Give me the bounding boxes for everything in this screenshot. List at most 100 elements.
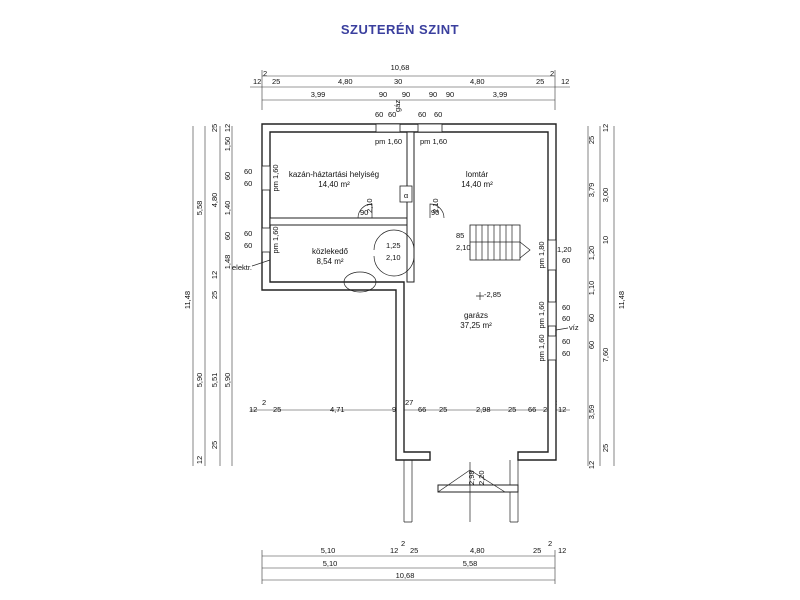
dim-top-6: 4,80 <box>470 77 485 86</box>
win-top-3: 60 <box>418 110 426 119</box>
dim-bot-1: 5,10 <box>321 546 336 555</box>
mid-dimensions: 12 2 25 4,71 9 3 27 66 25 2,98 25 66 25 … <box>249 398 570 414</box>
dim-top2-3: 90 <box>402 90 410 99</box>
dim-top-5: 30 <box>394 77 402 86</box>
win-left-3: 60 <box>244 229 252 238</box>
dim-mid-9: 25 <box>439 405 447 414</box>
dim-bot-4: 25 <box>410 546 418 555</box>
dim-mid-1: 12 <box>249 405 257 414</box>
dim-right-t1: 12 <box>601 124 610 132</box>
dim-left-s1: 12 <box>210 271 219 279</box>
dim-bot2-2: 5,58 <box>463 559 478 568</box>
elektr-label: elektr. <box>232 263 252 272</box>
dim-right-w3: 60 <box>587 341 596 349</box>
dim-right-s1: 10 <box>601 236 610 244</box>
dim-right-t2: 25 <box>587 136 596 144</box>
dim-right-total: 11,48 <box>617 291 626 309</box>
dim-mid-2: 2 <box>262 398 266 407</box>
dim-top-2: 2 <box>263 69 267 78</box>
dim-left-s4: 25 <box>210 441 219 449</box>
top-dimensions: 10,68 12 2 25 4,80 30 4,80 25 2 12 3,99 … <box>250 63 570 110</box>
dim-top-total: 10,68 <box>391 63 410 72</box>
bottom-dimensions: 5,10 12 2 25 4,80 25 2 12 5,10 5,58 10,6… <box>261 539 566 584</box>
win-top-4: 60 <box>434 110 442 119</box>
dim-bot-6: 25 <box>533 546 541 555</box>
door-2-h: 2,10 <box>431 198 440 213</box>
pm-label-1: pm 1,60 <box>375 137 402 146</box>
level-marker-icon <box>476 292 484 300</box>
windows <box>261 123 557 361</box>
win-left-2: 60 <box>244 179 252 188</box>
stairs <box>469 224 531 261</box>
dim-left-s3: 12 <box>195 456 204 464</box>
window-labels: 60 60 60 60 pm 1,60 pm 1,60 60 60 60 60 … <box>244 110 572 362</box>
door-4-h: 2,10 <box>456 243 471 252</box>
room-kozlekedo-name: közlekedő <box>312 247 349 256</box>
dim-right-mid-1: 3,79 <box>587 183 596 198</box>
left-dimensions: 11,48 5,58 5,90 4,80 5,51 1,50 1,40 1,48… <box>183 124 233 466</box>
win-top-1: 60 <box>375 110 383 119</box>
dim-mid-4: 4,71 <box>330 405 345 414</box>
walls <box>261 123 557 523</box>
door-3-w: 1,25 <box>386 241 401 250</box>
dim-top-7: 25 <box>536 77 544 86</box>
door-1-h: 2,10 <box>365 198 374 213</box>
door-1-w: 90 <box>360 208 368 217</box>
room-lomtar-name: lomtár <box>466 170 489 179</box>
win-left-1: 60 <box>244 167 252 176</box>
dim-left-mid-2: 5,90 <box>195 373 204 388</box>
win-right-4: 60 <box>562 314 570 323</box>
dim-bot-5: 4,80 <box>470 546 485 555</box>
dim-top-4: 4,80 <box>338 77 353 86</box>
dim-left-c: 1,48 <box>223 255 232 270</box>
level-label: -2,85 <box>484 290 501 299</box>
pm-left-1: pm 1,60 <box>271 164 280 191</box>
dim-top2-6: 3,99 <box>493 90 508 99</box>
dim-right-b1: 25 <box>601 444 610 452</box>
dim-left-mid-1: 5,58 <box>195 201 204 216</box>
boiler-fixture: α <box>399 185 413 203</box>
room-lomtar-area: 14,40 m² <box>461 180 493 189</box>
dim-mid-3: 25 <box>273 405 281 414</box>
win-right-6: 60 <box>562 349 570 358</box>
pm-left-2: pm 1,60 <box>271 226 280 253</box>
viz-label: víz <box>569 323 579 332</box>
dim-mid-8: 66 <box>418 405 426 414</box>
room-kazan-name: kazán-háztartási helyiség <box>289 170 379 179</box>
garage-door-h: 2,20 <box>477 470 486 485</box>
dim-top2-4: 90 <box>429 90 437 99</box>
room-garazs-name: garázs <box>464 311 488 320</box>
dim-right-inner-3: 7,60 <box>601 348 610 363</box>
dim-top2-5: 90 <box>446 90 454 99</box>
dim-mid-7: 27 <box>405 398 413 407</box>
dim-bot-7: 2 <box>548 539 552 548</box>
dim-left-a: 1,50 <box>223 137 232 152</box>
doors: 90 2,10 90 2,10 1,25 2,10 85 2,10 2,98 2… <box>343 198 486 485</box>
door-3-h: 2,10 <box>386 253 401 262</box>
room-labels: kazán-háztartási helyiség 14,40 m² lomtá… <box>289 170 493 330</box>
dim-top2-2: 90 <box>379 90 387 99</box>
dim-mid-13: 25 <box>543 405 551 414</box>
plan-title: SZUTERÉN SZINT <box>340 22 460 37</box>
gaz-label: gáz <box>393 100 402 112</box>
dim-right-inner-1: 3,00 <box>601 188 610 203</box>
dim-top2-1: 3,99 <box>311 90 326 99</box>
dim-left-b: 1,40 <box>223 201 232 216</box>
dim-left-w2: 60 <box>223 232 232 240</box>
dim-left-inner-2: 5,51 <box>210 373 219 388</box>
dim-bot-2: 12 <box>390 546 398 555</box>
door-2-w: 90 <box>431 208 439 217</box>
dim-top-8: 2 <box>550 69 554 78</box>
win-right-1: 1,20 <box>557 245 572 254</box>
dim-bot2-1: 5,10 <box>323 559 338 568</box>
dim-mid-5: 9 <box>392 405 396 414</box>
dim-left-w1: 60 <box>223 172 232 180</box>
room-kazan-area: 14,40 m² <box>318 180 350 189</box>
dim-left-s2: 25 <box>210 291 219 299</box>
dim-mid-11: 25 <box>508 405 516 414</box>
dim-right-b2: 12 <box>587 461 596 469</box>
dim-right-w1: 1,20 <box>587 246 596 261</box>
dim-mid-15: 12 <box>558 405 566 414</box>
dim-right-mid-2: 3,59 <box>587 405 596 420</box>
dim-bot-8: 12 <box>558 546 566 555</box>
